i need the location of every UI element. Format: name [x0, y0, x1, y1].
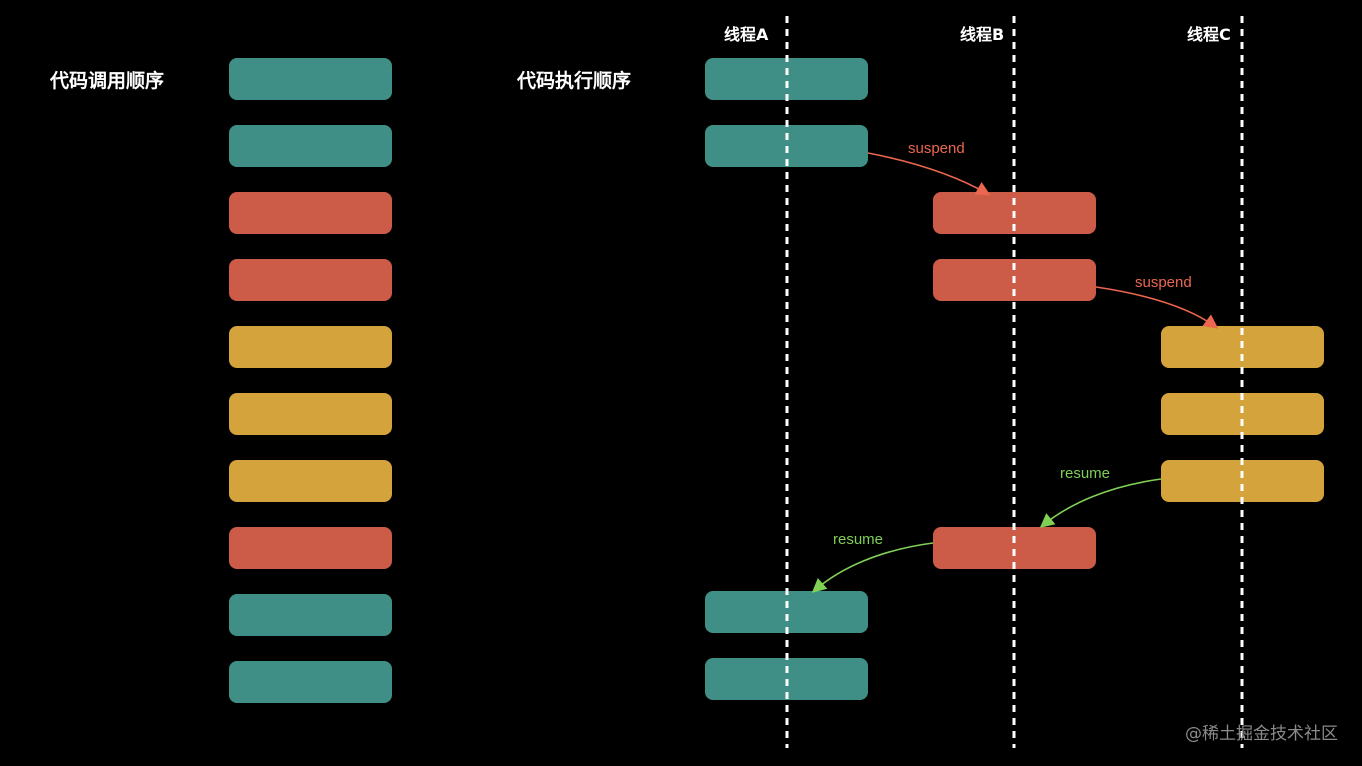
call-order-block-thread-b — [229, 527, 392, 569]
call-order-block-thread-a — [229, 661, 392, 703]
call-order-block-thread-b — [229, 259, 392, 301]
thread-b-label: 线程B — [960, 25, 1004, 44]
call-order-block-thread-a — [229, 594, 392, 636]
watermark: @稀土掘金技术社区 — [1185, 724, 1338, 744]
resume-label: resume — [833, 531, 883, 548]
suspend-arrow — [867, 152, 991, 196]
call-order-block-thread-c — [229, 326, 392, 368]
call-order-block-thread-a — [229, 125, 392, 167]
call-order-block-thread-b — [229, 192, 392, 234]
call-order-column — [229, 58, 392, 703]
suspend-label: suspend — [908, 140, 965, 157]
transition-arrows: suspend suspend resume resume — [811, 140, 1219, 593]
exec-block-thread-c — [1161, 393, 1324, 435]
resume-arrow — [811, 542, 934, 593]
exec-block-thread-c — [1161, 460, 1324, 502]
call-order-block-thread-c — [229, 393, 392, 435]
call-order-block-thread-c — [229, 460, 392, 502]
call-order-title: 代码调用顺序 — [49, 69, 164, 92]
resume-label: resume — [1060, 465, 1110, 482]
exec-block-thread-a — [705, 58, 868, 100]
suspend-arrow — [1095, 286, 1219, 329]
thread-dividers — [785, 16, 1244, 748]
call-order-block-thread-a — [229, 58, 392, 100]
exec-order-title: 代码执行顺序 — [516, 69, 631, 92]
resume-arrow — [1039, 478, 1162, 528]
thread-c-label: 线程C — [1187, 25, 1231, 44]
exec-block-thread-b — [933, 527, 1096, 569]
suspend-label: suspend — [1135, 274, 1192, 291]
thread-a-label: 线程A — [724, 25, 769, 44]
exec-block-thread-a — [705, 591, 868, 633]
